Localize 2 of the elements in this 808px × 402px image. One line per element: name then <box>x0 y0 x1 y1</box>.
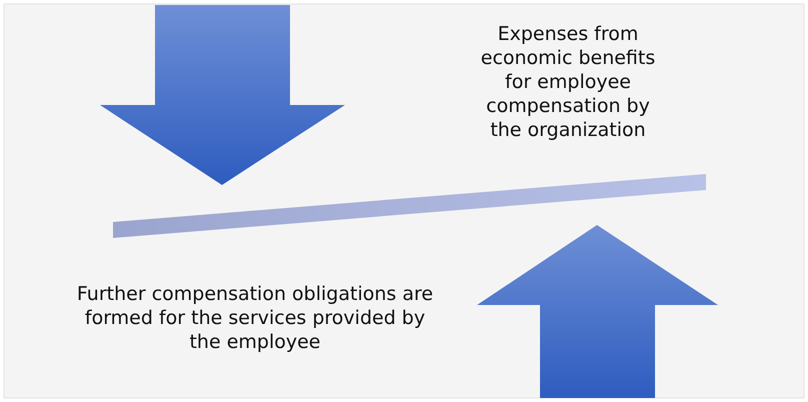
note-text: Expenses from economic benefits for employee compensation by the organization <box>480 22 656 142</box>
note-text: Further compensation obligations are formed for the services provided by the employee <box>76 282 434 354</box>
